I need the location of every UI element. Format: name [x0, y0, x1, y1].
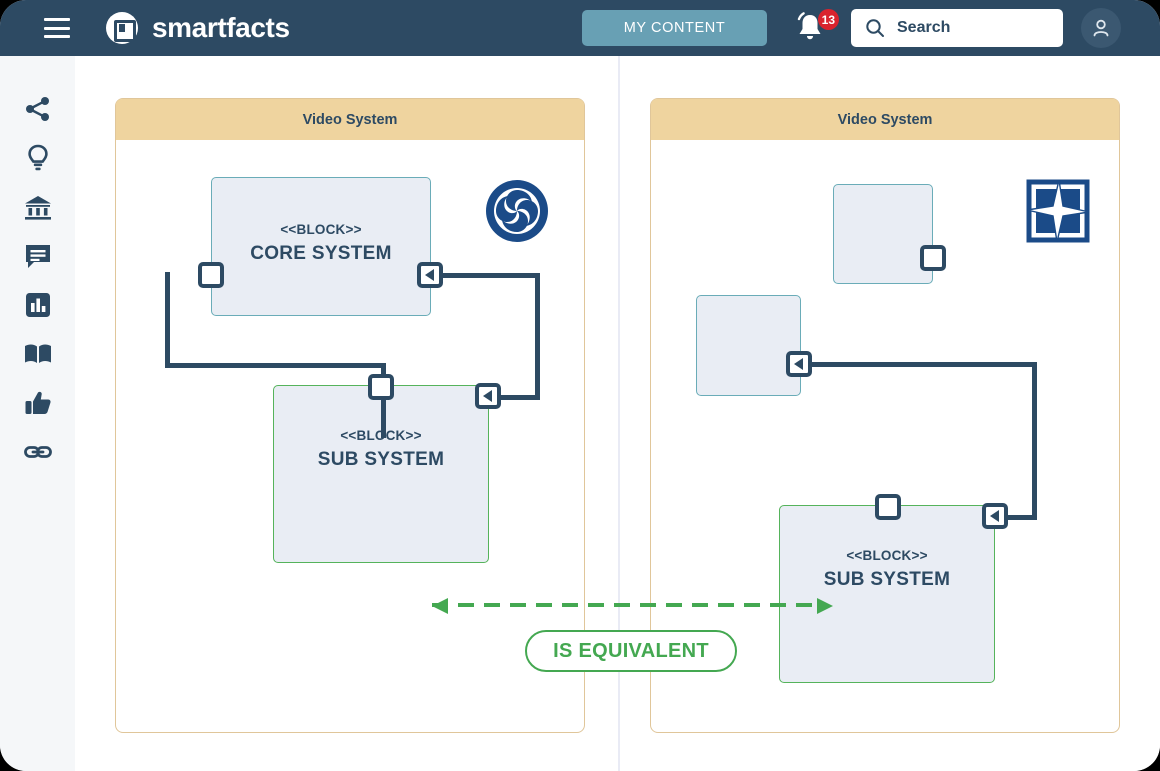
search-box[interactable]: [851, 9, 1063, 47]
my-content-button[interactable]: MY CONTENT: [582, 10, 767, 46]
notifications-button[interactable]: 13: [793, 9, 839, 49]
block-unnamed-upper[interactable]: [833, 184, 933, 284]
block-sub-system[interactable]: <<BLOCK>> SUB SYSTEM: [273, 385, 489, 563]
sidebar-item-comments[interactable]: [14, 231, 62, 280]
wire-segment: [1032, 362, 1037, 520]
model-panel-left: Video System <<BLOCK>> CORE SYSTEM: [115, 98, 585, 733]
thumbs-up-icon: [25, 391, 51, 414]
panel-divider: [618, 56, 620, 771]
sidebar-item-insights[interactable]: [14, 133, 62, 182]
block-sub-system-right[interactable]: <<BLOCK>> SUB SYSTEM: [779, 505, 995, 683]
wire-segment: [420, 273, 540, 278]
share-icon: [25, 96, 49, 121]
port-sub-top[interactable]: [368, 374, 394, 400]
block-unnamed-lower[interactable]: [696, 295, 801, 396]
sidebar-item-library[interactable]: [14, 182, 62, 231]
equivalence-arrow-right-icon: [817, 598, 833, 614]
pinwheel-tool-logo: [486, 180, 548, 242]
hamburger-menu-icon[interactable]: [44, 18, 70, 38]
comment-icon: [25, 244, 50, 268]
sidebar-item-link[interactable]: [14, 427, 62, 476]
equivalence-arrow-left-icon: [432, 598, 448, 614]
wire-segment: [165, 363, 386, 368]
user-avatar-icon: [1093, 19, 1109, 37]
sidebar-item-share[interactable]: [14, 84, 62, 133]
lightbulb-icon: [27, 144, 48, 170]
wire-segment: [165, 272, 170, 368]
panel-right-canvas: <<BLOCK>> SUB SYSTEM: [651, 140, 1119, 732]
wire-segment: [535, 273, 540, 400]
model-panel-right: Video System: [650, 98, 1120, 733]
sidebar-item-approve[interactable]: [14, 378, 62, 427]
panel-left-canvas: <<BLOCK>> CORE SYSTEM <<BLOCK>> SUB SYST: [116, 140, 584, 732]
wire-segment: [381, 363, 386, 438]
bell-icon: [797, 12, 821, 40]
equivalence-badge[interactable]: IS EQUIVALENT: [525, 630, 737, 672]
panel-left-title: Video System: [116, 99, 584, 140]
smartfacts-logo-icon: [106, 12, 138, 44]
port-unnamed-lower-right[interactable]: [786, 351, 812, 377]
port-sub-top-right[interactable]: [875, 494, 901, 520]
user-avatar-button[interactable]: [1081, 8, 1121, 48]
bank-icon: [24, 195, 51, 220]
port-unnamed-upper-right[interactable]: [920, 245, 946, 271]
port-sub-right[interactable]: [475, 383, 501, 409]
sidebar-item-statistics[interactable]: [14, 280, 62, 329]
wire-segment: [484, 395, 540, 400]
wire-segment: [811, 362, 1037, 367]
square-star-tool-logo: [1026, 179, 1090, 243]
chart-icon: [25, 292, 50, 317]
content-area: Video System <<BLOCK>> CORE SYSTEM: [75, 56, 1160, 771]
left-sidebar: [0, 56, 75, 771]
panel-right-title: Video System: [651, 99, 1119, 140]
link-icon: [23, 445, 52, 458]
book-icon: [24, 344, 51, 363]
search-icon: [866, 19, 884, 37]
top-header-bar: smartfacts MY CONTENT 13: [0, 0, 1160, 56]
sidebar-item-glossary[interactable]: [14, 329, 62, 378]
wire-segment: [991, 515, 1037, 520]
port-sub-right-right[interactable]: [982, 503, 1008, 529]
port-core-left[interactable]: [198, 262, 224, 288]
brand-name: smartfacts: [152, 12, 290, 43]
search-input[interactable]: [897, 19, 1057, 37]
notification-count-badge: 13: [817, 9, 839, 30]
block-core-system[interactable]: <<BLOCK>> CORE SYSTEM: [211, 177, 431, 316]
port-core-right[interactable]: [417, 262, 443, 288]
equivalence-dashed-line: [432, 603, 822, 607]
